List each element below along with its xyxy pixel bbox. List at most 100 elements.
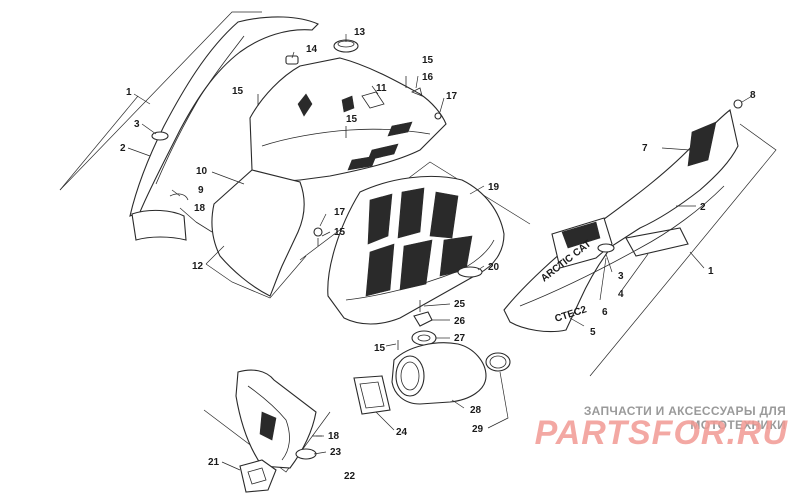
callout-8: 8 [750, 90, 756, 101]
callout-12: 12 [192, 261, 204, 272]
callout-6: 6 [602, 307, 608, 318]
callout-15: 15 [422, 55, 434, 66]
callout-15: 15 [374, 343, 386, 354]
callout-14: 14 [306, 44, 318, 55]
callout-26: 26 [454, 316, 466, 327]
lower-bumper-group [203, 369, 331, 493]
callout-4: 4 [618, 289, 624, 300]
leader-4 [621, 253, 649, 291]
bracket-12 [205, 255, 307, 299]
callout-28: 28 [470, 405, 482, 416]
leader-2a [127, 147, 151, 157]
hood-clip-14 [285, 55, 299, 65]
leader-8 [741, 95, 753, 103]
left-panel-inner-edge [155, 35, 245, 185]
callout-3: 3 [618, 271, 624, 282]
intake-duct-mouth-inner [400, 361, 420, 391]
leader-1a [133, 93, 151, 105]
lower-bracket-21-slot [247, 467, 267, 485]
callout-27: 27 [454, 333, 466, 344]
right-side-panel-group: ARCTIC CAT CTEC2 [503, 95, 777, 377]
console-rib-5 [399, 239, 433, 291]
leader-9 [171, 189, 181, 197]
intake-clamp-29 [485, 352, 511, 372]
leader-14 [291, 51, 295, 59]
callout-1: 1 [708, 266, 714, 277]
callout-3: 3 [134, 119, 140, 130]
leader-6 [599, 257, 607, 301]
callout-17: 17 [334, 207, 346, 218]
lower-panel-inner [247, 385, 290, 461]
callout-20: 20 [488, 262, 500, 273]
console-rib-2 [397, 187, 425, 239]
leader-15d [321, 231, 331, 237]
callout-21: 21 [208, 457, 220, 468]
hood-vent-right-1 [387, 121, 413, 137]
lower-trim-23 [295, 448, 317, 460]
leader-25 [423, 303, 451, 307]
right-panel-stripe-7 [687, 121, 717, 167]
console-rib-3 [429, 191, 459, 239]
leader-15e [385, 343, 397, 347]
left-fastener [195, 221, 213, 233]
console-pad-20 [457, 266, 483, 278]
left-lower-panel [131, 209, 187, 241]
leader-21 [221, 461, 241, 471]
hood-vent-right-3 [347, 155, 377, 171]
leader-12 [205, 245, 225, 265]
leader-28 [451, 399, 465, 409]
leader-18a [179, 207, 197, 223]
leader-17b [319, 213, 327, 227]
callout-11: 11 [376, 83, 387, 94]
intake-seal-27 [411, 330, 437, 346]
hood-clip-16 [411, 87, 423, 97]
leader-7 [661, 147, 691, 151]
hood-vent-left [297, 93, 313, 117]
callout-9: 9 [198, 185, 204, 196]
callout-18: 18 [328, 431, 340, 442]
leader-10 [211, 171, 245, 185]
callout-19: 19 [488, 182, 500, 193]
right-panel-trim-3 [597, 243, 615, 253]
callout-13: 13 [354, 27, 366, 38]
front-hood-group [205, 34, 447, 299]
callout-23: 23 [330, 447, 342, 458]
left-side-panel-group [59, 11, 319, 241]
callout-15: 15 [346, 114, 358, 125]
callout-15: 15 [334, 227, 346, 238]
callout-2: 2 [700, 202, 706, 213]
intake-clamp-29-inner [489, 355, 507, 369]
front-hood [249, 57, 447, 182]
hood-grommet-17 [434, 112, 442, 120]
windshield-bracket-11 [361, 91, 385, 109]
console-rib-1 [367, 193, 393, 245]
intake-frame-24 [353, 375, 391, 415]
callout-7: 7 [642, 143, 648, 154]
right-panel-air-scoop-4 [625, 227, 689, 257]
leader-11 [371, 85, 379, 95]
console-rim [345, 239, 495, 301]
bracket-1-left-lower [59, 95, 139, 191]
leader-29 [487, 371, 509, 429]
intake-frame-24-inner [359, 381, 385, 409]
mid-fasteners [313, 213, 331, 246]
callout-24: 24 [396, 427, 408, 438]
right-panel-decal-dark [561, 221, 601, 249]
callout-5: 5 [590, 327, 596, 338]
air-intake-group [353, 300, 511, 431]
console-rib-4 [365, 243, 395, 297]
leader-24 [375, 411, 395, 431]
leader-5 [569, 317, 585, 327]
left-side-panel [129, 16, 319, 217]
watermark-caption: ЗАПЧАСТИ И АКСЕССУАРЫ ДЛЯ МОТОТЕХНИКИ [583, 404, 786, 432]
callout-18: 18 [194, 203, 206, 214]
watermark-logo: PARTSFOR.RU [534, 414, 788, 452]
hood-vent-center [341, 95, 355, 113]
lower-panel-vent [259, 411, 277, 441]
leader-19 [469, 185, 485, 195]
right-panel-crease [519, 185, 725, 307]
intake-clip-26 [413, 311, 433, 327]
intake-seal-27-inner [417, 334, 431, 342]
rivet-8 [733, 99, 743, 109]
